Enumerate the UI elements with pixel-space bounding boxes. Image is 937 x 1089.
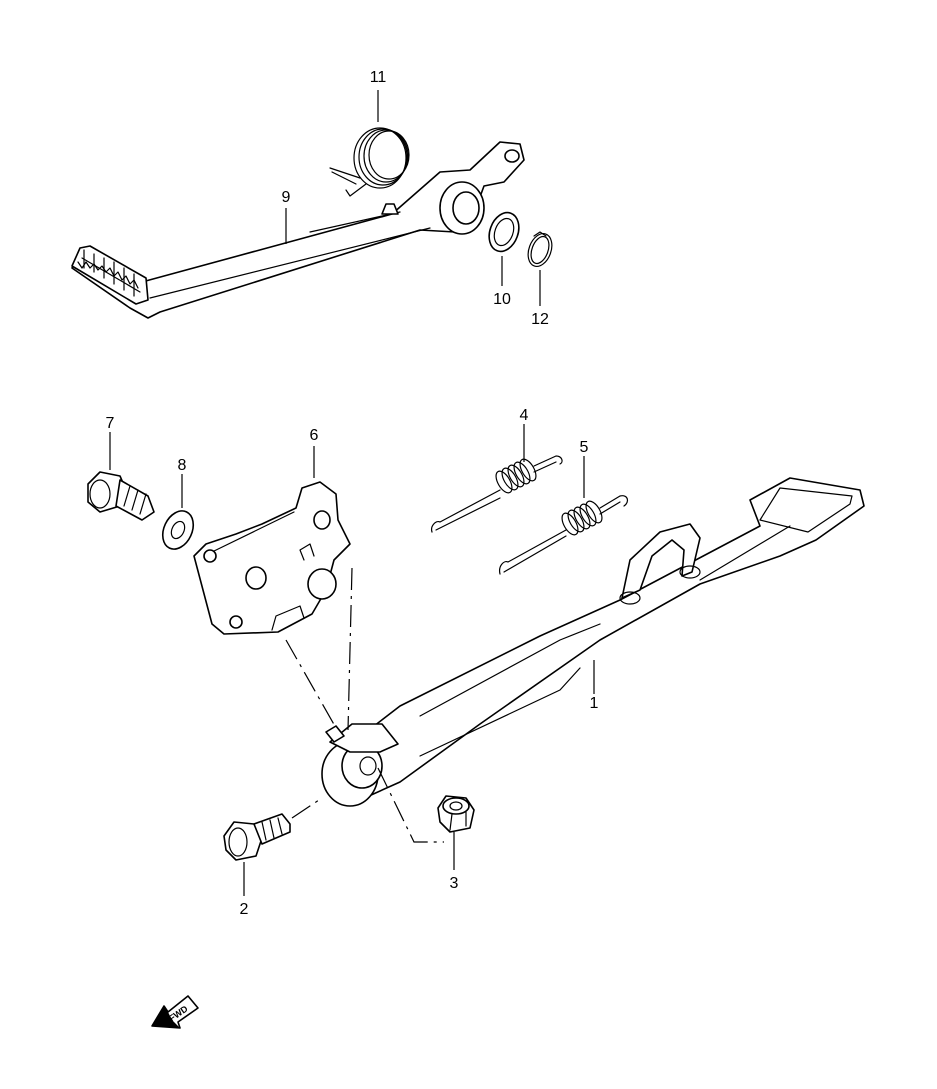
callout-2: 2	[240, 901, 249, 918]
callout-9: 9	[282, 189, 291, 206]
callout-5: 5	[580, 439, 589, 456]
fwd-arrow-icon: FWD	[151, 995, 199, 1029]
callout-4: 4	[520, 407, 529, 424]
pivot-bolt-2	[223, 813, 291, 861]
callout-3: 3	[450, 875, 459, 892]
callout-12: 12	[531, 311, 549, 328]
callout-10: 10	[493, 291, 511, 308]
stand-bracket	[193, 481, 351, 635]
callout-leaders	[109, 90, 595, 896]
callout-1: 1	[590, 695, 599, 712]
nut-3	[437, 795, 475, 833]
callout-labels: 11 9 10 12 7 8 6 4 5 1 2 3	[106, 69, 599, 918]
shift-lever	[71, 141, 525, 319]
callout-6: 6	[310, 427, 319, 444]
bolt-7	[87, 471, 155, 521]
washer-8	[161, 510, 195, 550]
assembly-lines	[285, 567, 444, 843]
return-spring	[329, 127, 410, 197]
side-stand	[321, 477, 865, 807]
washer-10	[488, 211, 520, 253]
callout-8: 8	[178, 457, 187, 474]
callout-11: 11	[370, 69, 387, 86]
callout-7: 7	[106, 415, 115, 432]
spring-5	[499, 495, 629, 575]
spring-4	[431, 455, 563, 533]
circlip-12	[527, 231, 553, 268]
